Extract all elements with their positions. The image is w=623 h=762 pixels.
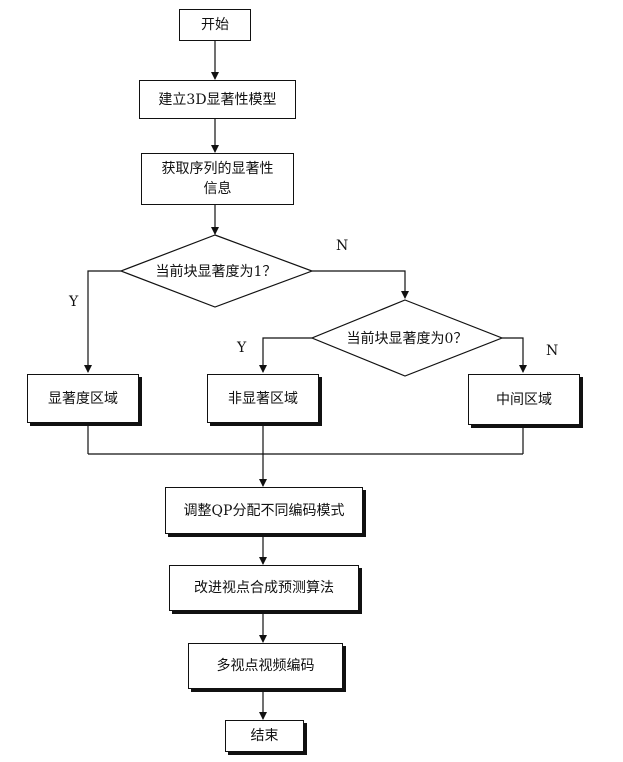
start-node: 开始 bbox=[179, 9, 251, 41]
improve-synthesis-label: 改进视点合成预测算法 bbox=[194, 580, 334, 596]
arrow-d1-no bbox=[312, 270, 409, 299]
end-node: 结束 bbox=[225, 720, 304, 752]
end-node-label: 结束 bbox=[250, 728, 279, 744]
adjust-qp-label: 调整QP分配不同编码模式 bbox=[183, 502, 345, 519]
decision1-label: 当前块显著度为1？ bbox=[155, 264, 277, 280]
middle-region-label: 中间区域 bbox=[496, 391, 552, 408]
build-model-label: 建立3D显著性模型 bbox=[158, 91, 277, 108]
decision1-yes-label: Y bbox=[69, 294, 79, 310]
salient-region-node: 显著度区域 bbox=[27, 374, 139, 423]
start-node-label: 开始 bbox=[201, 17, 229, 33]
decision2-no-label: N bbox=[546, 343, 559, 359]
arrow-d2-no bbox=[502, 337, 527, 373]
get-saliency-label-line1: 获取序列的显著性 bbox=[161, 161, 274, 177]
non-salient-region-node: 非显著区域 bbox=[207, 374, 319, 423]
adjust-qp-node: 调整QP分配不同编码模式 bbox=[165, 487, 363, 534]
arrow-d2-yes bbox=[259, 337, 312, 373]
decision1-shape bbox=[119, 234, 314, 308]
get-saliency-label-line2: 信息 bbox=[203, 181, 232, 197]
arrow-d1-yes bbox=[84, 270, 121, 373]
improve-synthesis-node: 改进视点合成预测算法 bbox=[169, 565, 359, 611]
mvc-encode-label: 多视点视频编码 bbox=[216, 658, 315, 674]
decision1-no-label: N bbox=[336, 238, 349, 254]
get-saliency-node: 获取序列的显著性 信息 bbox=[141, 153, 294, 205]
decision2-shape bbox=[310, 299, 504, 377]
mvc-encode-node: 多视点视频编码 bbox=[188, 643, 343, 689]
build-model-node: 建立3D显著性模型 bbox=[139, 80, 296, 119]
decision2-yes-label: Y bbox=[237, 340, 247, 356]
salient-region-label: 显著度区域 bbox=[48, 390, 118, 407]
decision2-label: 当前块显著度为0？ bbox=[346, 331, 468, 347]
middle-region-node: 中间区域 bbox=[468, 374, 580, 425]
non-salient-region-label: 非显著区域 bbox=[228, 390, 298, 407]
